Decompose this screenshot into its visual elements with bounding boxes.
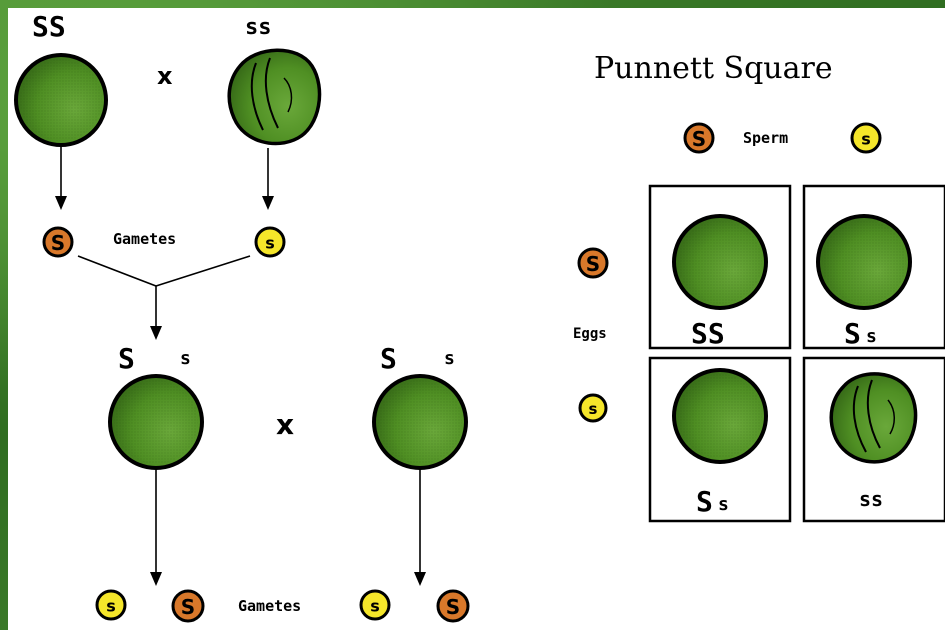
cell-2-genotype-big: S [844, 317, 861, 350]
gamete-recessive-top: s [254, 226, 286, 258]
arrowhead [150, 326, 162, 340]
gametes-label-bottom: Gametes [238, 597, 301, 615]
punnett-diagram: SS ss x S [14, 10, 945, 623]
arrowhead [150, 572, 162, 586]
svg-text:s: s [370, 597, 380, 616]
smooth-pea-f1-right [372, 374, 468, 470]
sperm-label: Sperm [743, 129, 788, 147]
svg-text:s: s [861, 130, 871, 149]
cell-1-genotype: SS [691, 317, 725, 350]
cell-2-genotype-small: s [866, 326, 877, 347]
sperm-allele-recessive: s [850, 122, 882, 154]
gamete-recessive-bottom-2: s [359, 589, 391, 621]
diagram-panel: SS ss x S [8, 8, 945, 630]
eggs-label: Eggs [573, 326, 607, 342]
punnett-cell-1: SS [648, 184, 792, 350]
svg-text:S: S [586, 252, 600, 276]
svg-text:s: s [106, 597, 116, 616]
cell-4-genotype: ss [859, 487, 883, 511]
egg-allele-dominant: S [577, 247, 609, 279]
sperm-allele-dominant: S [683, 122, 715, 154]
punnett-title: Punnett Square [594, 51, 833, 86]
cell-3-genotype-small: s [718, 494, 729, 515]
parent2-genotype: ss [245, 15, 272, 40]
arrowhead [262, 196, 274, 210]
f1-plant2-allele-small: s [444, 348, 455, 369]
svg-text:S: S [692, 127, 706, 151]
svg-text:s: s [265, 234, 275, 253]
cross-symbol-top: x [157, 62, 173, 90]
wrinkled-pea-parent2 [227, 48, 322, 146]
merge-line-left [77, 255, 157, 287]
cell-3-genotype-big: S [696, 485, 713, 518]
gamete-dominant-top: S [42, 226, 74, 258]
svg-text:s: s [589, 400, 598, 418]
gamete-dominant-bottom-1: S [171, 589, 205, 623]
gamete-dominant-bottom-2: S [436, 589, 470, 623]
parent1-genotype: SS [32, 10, 66, 43]
svg-text:S: S [51, 231, 65, 255]
smooth-pea-f1-left [108, 374, 204, 470]
gamete-recessive-bottom-1: s [95, 589, 127, 621]
punnett-cell-3: S s [648, 356, 792, 523]
punnett-cell-2: S s [802, 184, 945, 350]
gametes-label-top: Gametes [113, 230, 176, 248]
arrowhead [414, 572, 426, 586]
cross-symbol-f1: x [276, 408, 294, 441]
f1-plant1-allele-small: s [180, 348, 191, 369]
merge-line-right [155, 255, 251, 287]
svg-text:S: S [181, 595, 195, 619]
arrowhead [55, 196, 67, 210]
egg-allele-recessive: s [578, 393, 608, 423]
svg-text:S: S [446, 595, 460, 619]
f1-plant2-allele-big: S [380, 342, 397, 375]
f1-plant1-allele-big: S [118, 342, 135, 375]
smooth-pea-parent1 [14, 53, 108, 147]
punnett-cell-4: ss [802, 356, 945, 523]
